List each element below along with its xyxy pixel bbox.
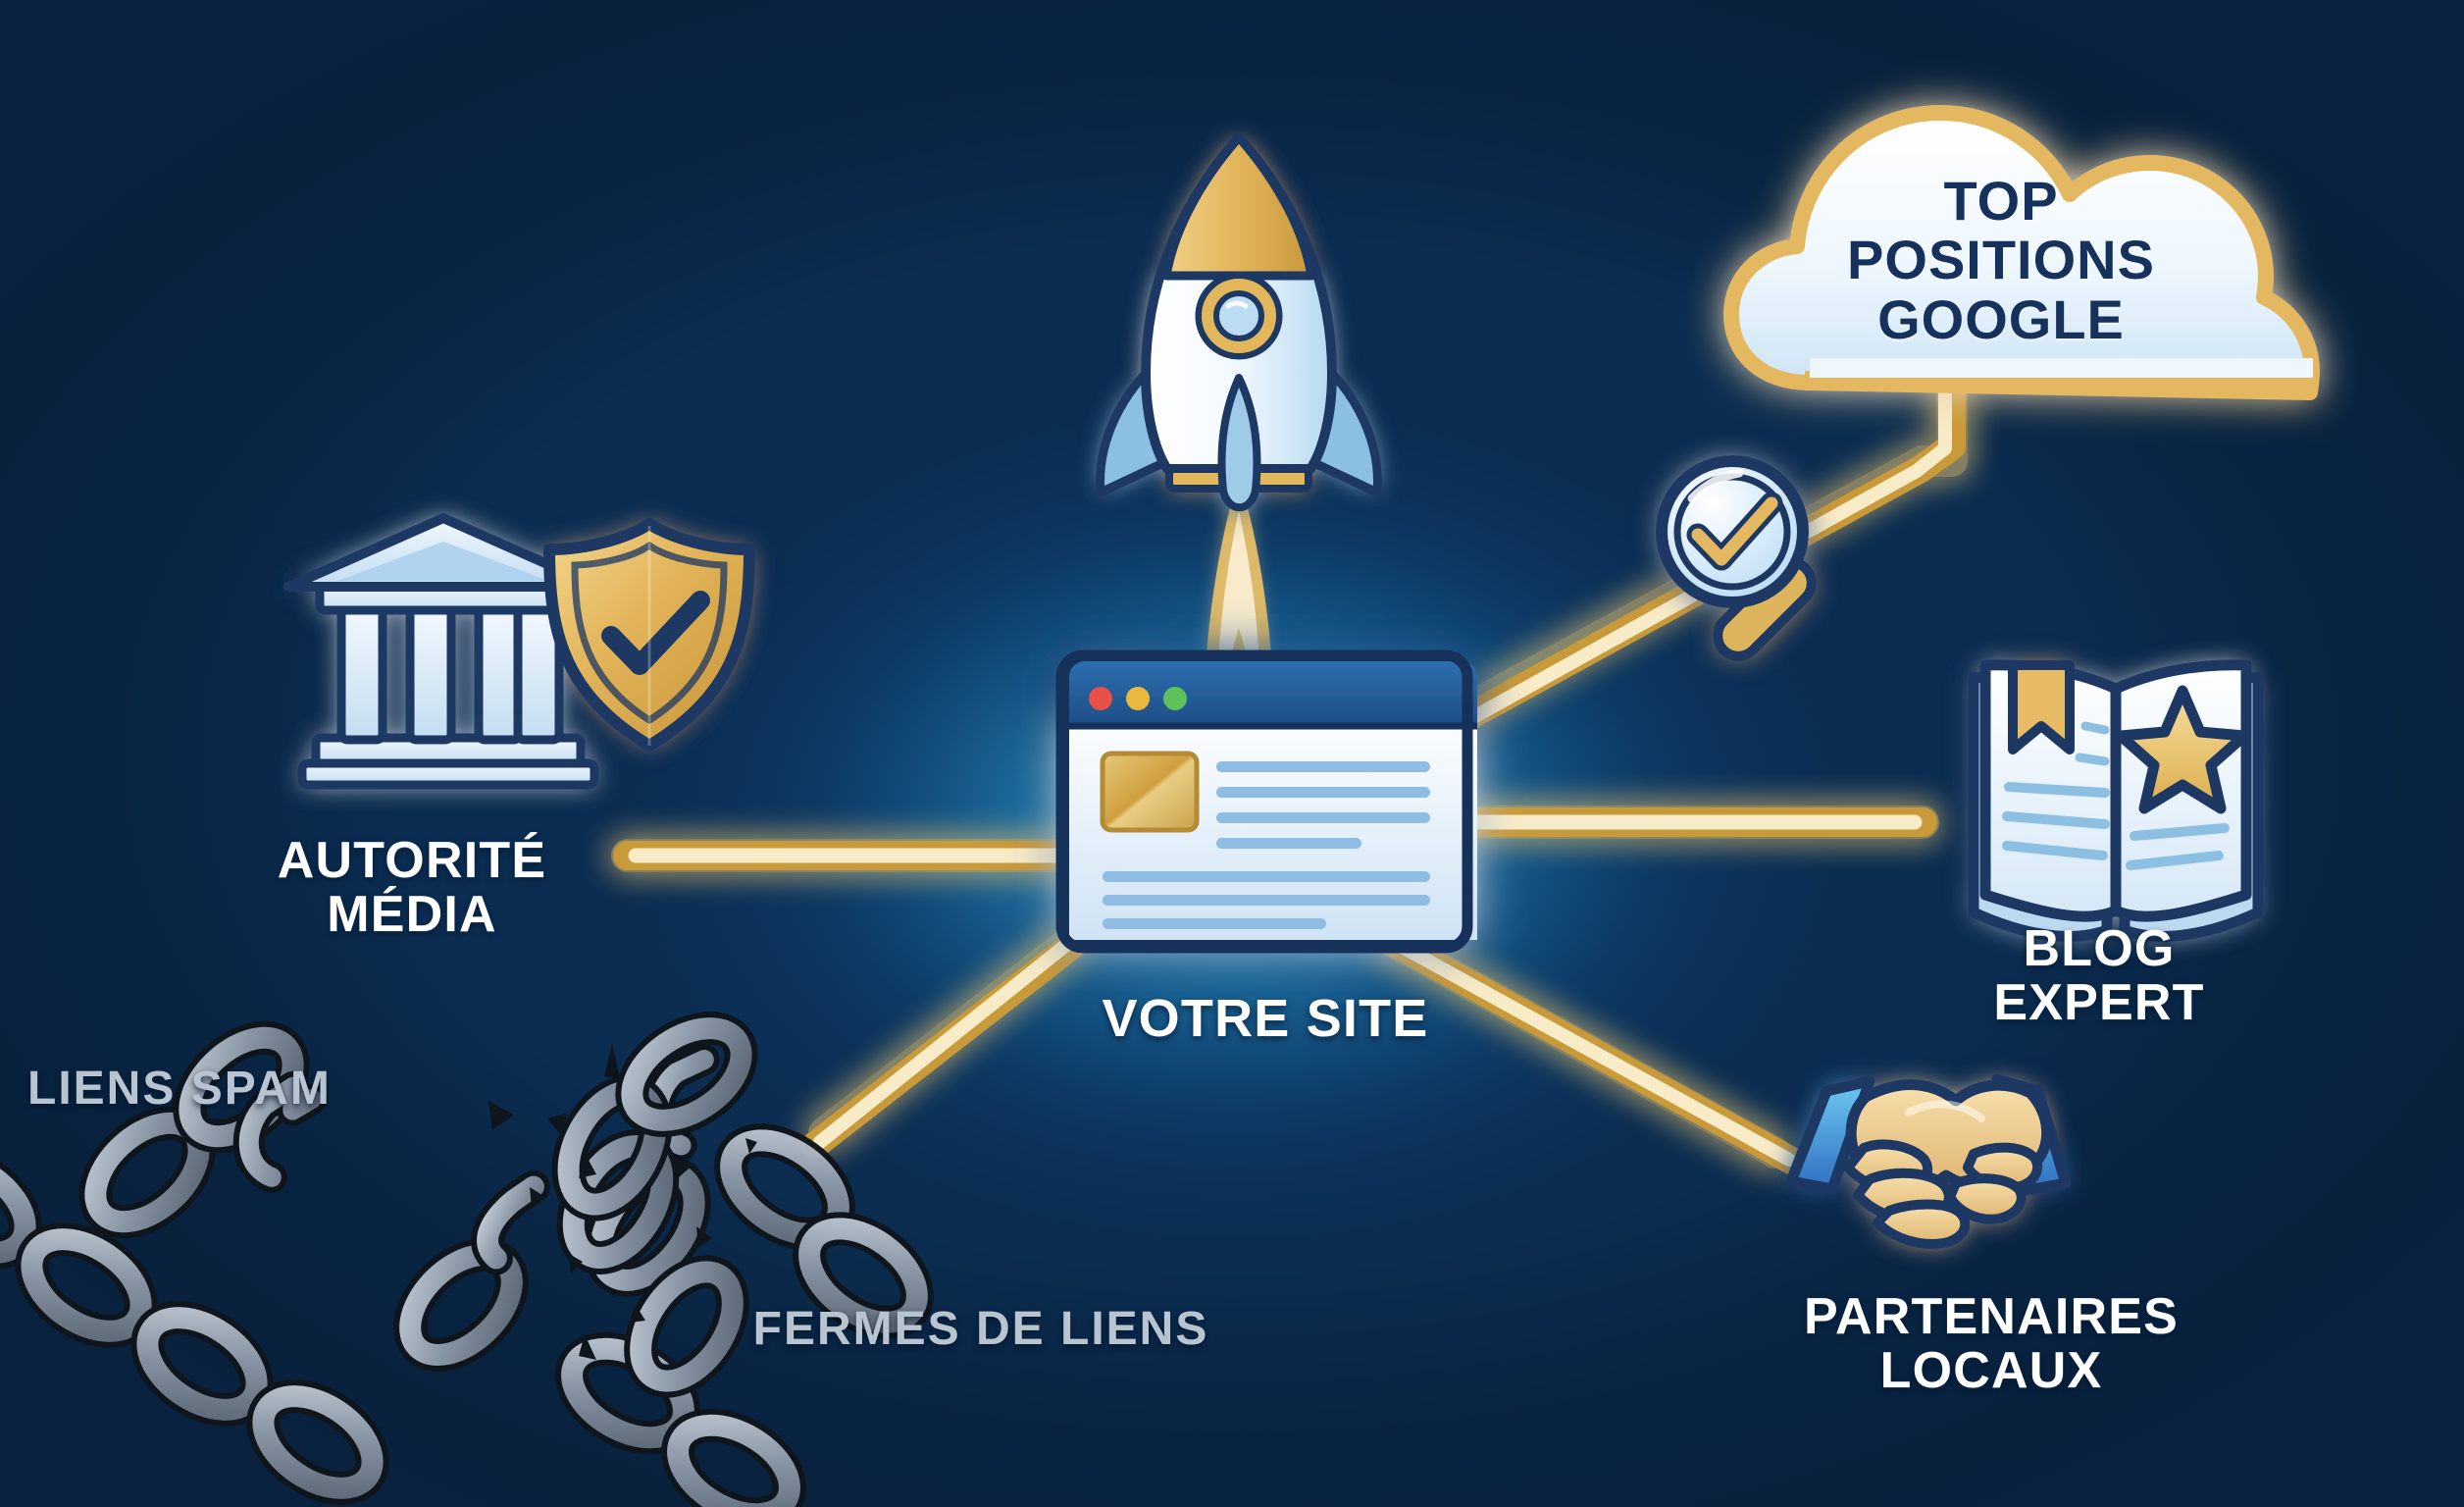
connector-spam	[800, 930, 1088, 1160]
close-dot	[1089, 687, 1112, 710]
connector-cloud	[1438, 379, 1966, 740]
connector-partenaires	[1379, 928, 1809, 1176]
minimize-dot	[1126, 687, 1150, 710]
maximize-dot	[1163, 687, 1187, 710]
